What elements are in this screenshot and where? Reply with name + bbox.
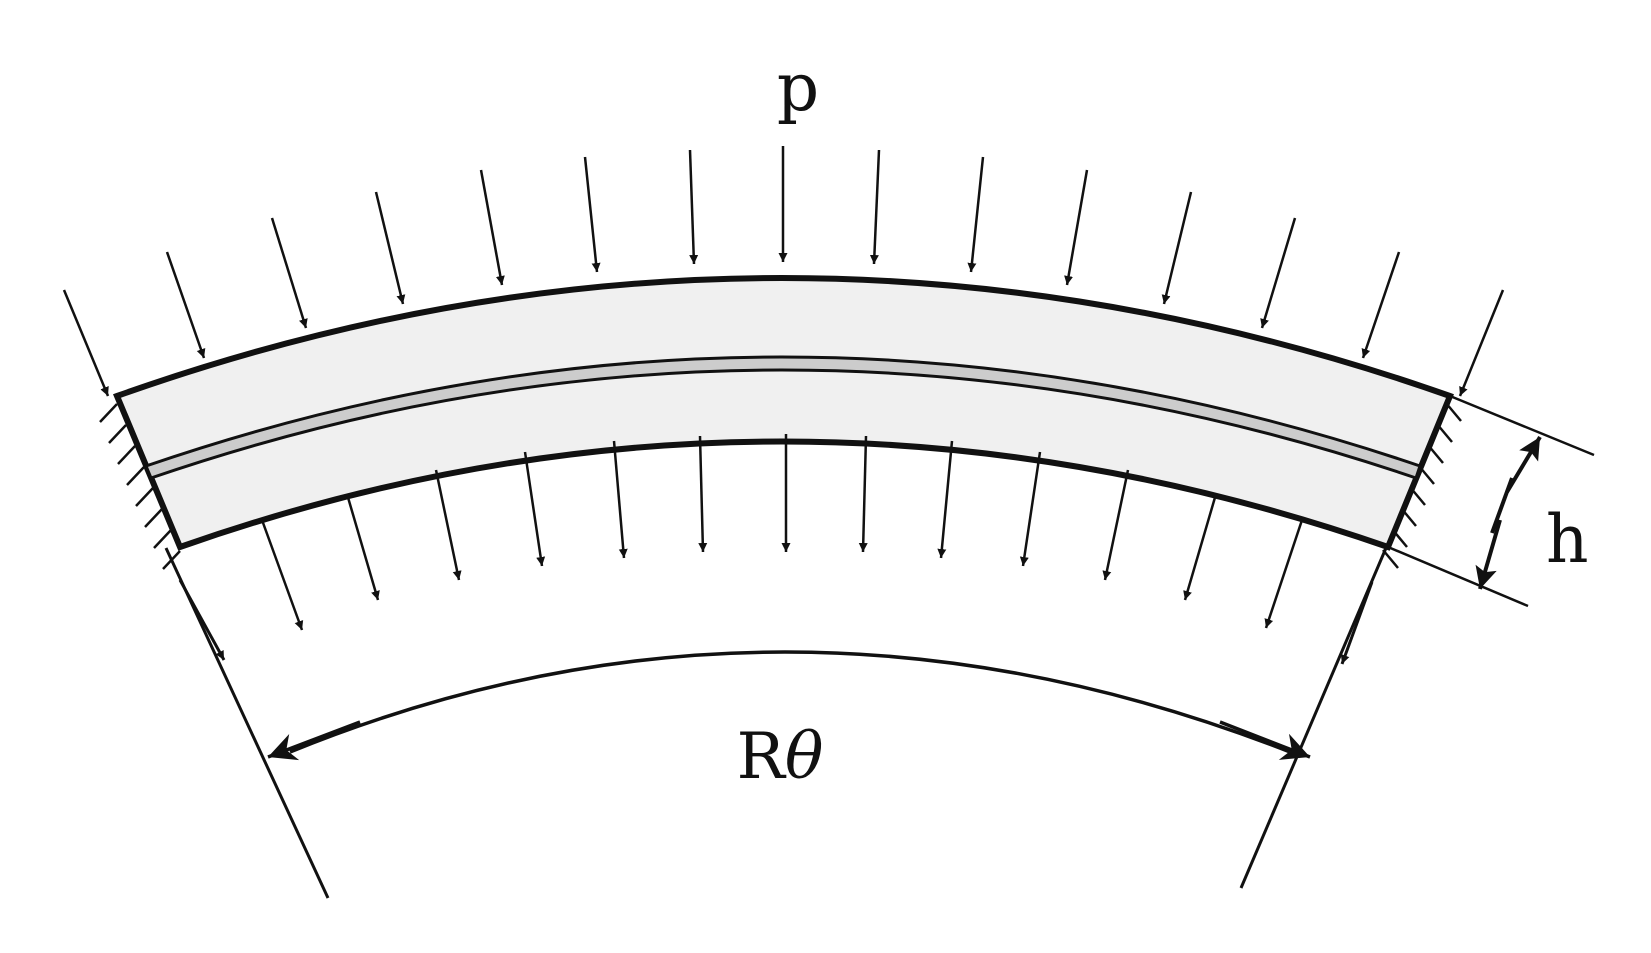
- thickness-extension-top: [1449, 394, 1595, 457]
- right-radial-arrow: [1340, 581, 1374, 665]
- load-arrow: [858, 435, 868, 553]
- load-arrow: [1264, 519, 1304, 629]
- thickness-extension-bottom: [1387, 545, 1529, 608]
- arc-length-label: Rθ: [737, 720, 824, 794]
- pressure-label: p: [777, 49, 819, 126]
- pressure-arrow: [165, 251, 206, 359]
- shell-body: [113, 275, 1454, 551]
- pressure-arrow: [583, 156, 601, 273]
- load-arrow: [1102, 469, 1130, 581]
- thickness-dimension: [1387, 394, 1595, 608]
- arc-length-arc: [289, 650, 1291, 754]
- thickness-label: h: [1546, 501, 1589, 578]
- pressure-arrow: [967, 156, 985, 273]
- pressure-arrow: [1361, 251, 1401, 359]
- pressure-arrow: [1064, 169, 1089, 286]
- load-arrow: [937, 440, 954, 559]
- pressure-arrow: [688, 149, 699, 265]
- arc-length-dimension: [267, 650, 1311, 761]
- arc-length-base: R: [737, 720, 787, 794]
- pressure-arrow: [479, 169, 505, 286]
- load-arrow: [612, 440, 628, 559]
- external-pressure-arrows: [62, 146, 1505, 397]
- curved-shell: [113, 275, 1454, 551]
- radial-reference-lines: [164, 547, 1388, 899]
- pressure-arrow: [374, 191, 406, 305]
- load-arrow: [523, 451, 546, 567]
- internal-load-arrows: [260, 434, 1304, 631]
- load-arrow: [1019, 451, 1042, 567]
- shell-mid-layer: [144, 355, 1422, 480]
- arc-length-angle: θ: [785, 720, 824, 794]
- left-clamp-hatching: [99, 403, 181, 570]
- load-arrow: [434, 469, 462, 581]
- pressure-arrow: [1458, 289, 1505, 397]
- load-arrow: [1183, 493, 1218, 601]
- right-radial-line: [1239, 547, 1388, 889]
- left-radial-arrow: [178, 579, 226, 661]
- pressure-arrow: [869, 149, 881, 265]
- pressure-arrow: [1260, 217, 1297, 329]
- load-arrow: [698, 435, 708, 553]
- pressure-arrow: [270, 217, 308, 329]
- pressure-arrow: [1161, 191, 1193, 305]
- pressure-arrow: [62, 289, 110, 397]
- load-arrow: [260, 519, 304, 631]
- load-arrow: [345, 493, 380, 601]
